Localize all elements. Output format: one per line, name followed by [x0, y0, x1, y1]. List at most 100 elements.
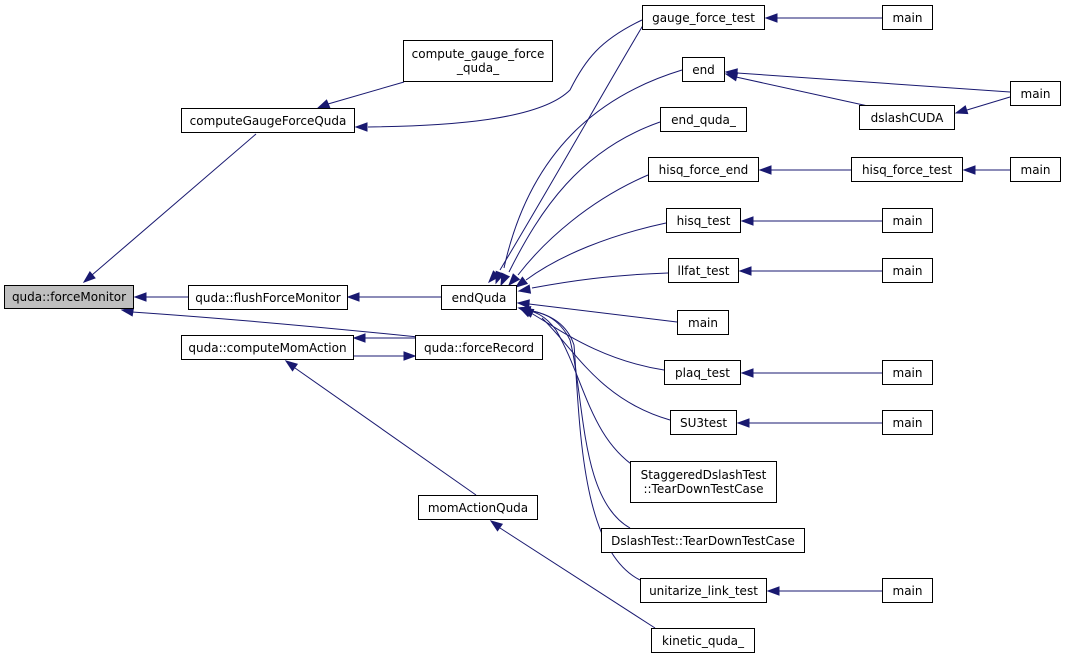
edge-hisq_test-to-endQuda — [514, 222, 667, 288]
edge-line — [131, 311, 419, 338]
edge-compute_gauge_force_quda_-to-computeGaugeForceQuda — [316, 81, 405, 109]
edge-arrowhead — [517, 284, 532, 294]
edge-arrowhead — [500, 272, 511, 287]
node-main-unitarize-link-test[interactable]: main — [882, 578, 933, 603]
node-end[interactable]: end — [682, 57, 725, 82]
edge-main_unitarize-to-unitarize_link_test — [766, 586, 882, 596]
edge-line — [530, 312, 665, 371]
edge-arrowhead — [516, 299, 530, 309]
node-endquda[interactable]: endQuda — [441, 285, 517, 310]
node-main-hisq-test[interactable]: main — [882, 208, 933, 233]
node-hisq-force-test[interactable]: hisq_force_test — [851, 157, 963, 182]
edge-momActionQuda-to-computeMomAction — [284, 360, 477, 496]
edge-computeMomAction-to-forceRecord — [354, 351, 417, 361]
edge-main_plaq_test-to-plaq_test — [740, 368, 882, 378]
node-gauge-force-test[interactable]: gauge_force_test — [642, 5, 765, 30]
node-plaq-test[interactable]: plaq_test — [664, 360, 741, 385]
edge-arrowhead — [736, 418, 750, 428]
edge-forceRecord-to-computeMomAction — [352, 333, 415, 343]
node-quda-forcerecord[interactable]: quda::forceRecord — [415, 335, 543, 360]
edge-arrowhead — [508, 273, 521, 287]
node-quda-computemomaction[interactable]: quda::computeMomAction — [181, 335, 354, 360]
edge-arrowhead — [740, 368, 754, 378]
edge-forceRecord-to-forceMonitor — [120, 307, 419, 338]
edge-SU3test-to-endQuda — [520, 308, 671, 421]
edge-line — [966, 96, 1011, 111]
edge-line — [736, 72, 1011, 93]
node-hisq-force-end[interactable]: hisq_force_end — [648, 157, 759, 182]
edge-main_gauge_force_test-to-gauge_force_test — [764, 13, 882, 23]
edge-kinetic_quda_-to-momActionQuda — [489, 520, 656, 629]
edge-llfat_test-to-endQuda — [517, 272, 669, 294]
node-staggereddslashtest-teardowntestcase[interactable]: StaggeredDslashTest::TearDownTestCase — [630, 461, 777, 503]
edge-line — [735, 76, 869, 107]
node-dslashtest-teardowntestcase[interactable]: DslashTest::TearDownTestCase — [601, 528, 805, 553]
edge-arrowhead — [954, 105, 969, 115]
edge-line — [525, 222, 667, 281]
node-main-hisq-force-test[interactable]: main — [1010, 157, 1061, 182]
edge-main_llfat_test-to-llfat_test — [738, 266, 882, 276]
edge-arrowhead — [403, 351, 417, 361]
edge-arrowhead — [354, 122, 368, 132]
node-quda-forcemonitor[interactable]: quda::forceMonitor — [4, 285, 134, 309]
edge-arrowhead — [766, 586, 780, 596]
node-momactionquda[interactable]: momActionQuda — [418, 495, 538, 520]
edge-main_end-to-end — [724, 68, 1011, 93]
edge-dslashCUDA-to-end — [724, 72, 869, 107]
edge-line — [517, 174, 649, 276]
edge-line — [528, 303, 678, 323]
edge-line — [367, 19, 643, 128]
edge-arrowhead — [489, 520, 504, 532]
edge-arrowhead — [962, 165, 976, 175]
node-main-llfat-test[interactable]: main — [882, 258, 933, 283]
edge-main_hisq_test-to-hisq_test — [740, 216, 882, 226]
node-unitarize-link-test[interactable]: unitarize_link_test — [640, 578, 767, 603]
edge-arrowhead — [284, 360, 299, 372]
edge-hisq_force_test-to-hisq_force_end — [758, 165, 851, 175]
edge-arrowhead — [352, 333, 366, 343]
edge-main_su3test-to-SU3test — [736, 418, 882, 428]
edge-gauge_force_test-to-computeGaugeForceQuda — [354, 19, 643, 132]
edge-line — [327, 81, 405, 105]
edge-arrowhead — [514, 276, 529, 288]
edge-computeGaugeForceQuda-to-forceMonitor — [82, 133, 257, 283]
edge-arrowhead — [758, 165, 772, 175]
edge-line — [91, 133, 257, 276]
edge-main_hisq_force_test-to-hisq_force_test — [962, 165, 1010, 175]
edge-arrowhead — [346, 292, 360, 302]
node-dslashcuda[interactable]: dslashCUDA — [859, 105, 955, 130]
edge-arrowhead — [738, 266, 752, 276]
edge-flushForceMonitor-to-forceMonitor — [133, 292, 188, 302]
edge-line — [526, 309, 641, 471]
edge-main_end-to-dslashCUDA — [954, 96, 1011, 115]
node-quda-flushforcemonitor[interactable]: quda::flushForceMonitor — [188, 285, 348, 310]
node-main-endquda[interactable]: main — [677, 310, 729, 335]
node-computegaugeforcequda[interactable]: computeGaugeForceQuda — [181, 108, 355, 133]
edge-endQuda-to-flushForceMonitor — [346, 292, 441, 302]
node-main-gauge-force-test[interactable]: main — [882, 5, 933, 30]
edge-line — [503, 69, 683, 269]
edge-arrowhead — [133, 292, 147, 302]
edge-line — [531, 272, 669, 289]
edge-hisq_force_end-to-endQuda — [508, 174, 649, 287]
node-end-quda[interactable]: end_quda_ — [660, 107, 747, 132]
edge-arrowhead — [740, 216, 754, 226]
edge-line — [499, 527, 656, 629]
edge-arrowhead — [316, 99, 331, 109]
node-main-plaq-test[interactable]: main — [882, 360, 933, 385]
edge-arrowhead — [120, 307, 135, 317]
node-su3test[interactable]: SU3test — [670, 410, 737, 435]
edge-arrowhead — [764, 13, 778, 23]
node-llfat-test[interactable]: llfat_test — [668, 258, 739, 283]
node-kinetic-quda[interactable]: kinetic_quda_ — [651, 628, 755, 653]
node-hisq-test[interactable]: hisq_test — [666, 208, 741, 233]
edge-arrowhead — [724, 72, 739, 82]
edge-staggered_teardown-to-endQuda — [517, 306, 641, 471]
edge-line — [541, 317, 671, 421]
edge-arrowhead — [517, 306, 532, 316]
node-compute-gauge-force-quda[interactable]: compute_gauge_force_quda_ — [403, 40, 553, 82]
node-main-su3test[interactable]: main — [882, 410, 933, 435]
node-main-end[interactable]: main — [1010, 81, 1061, 106]
edge-line — [499, 21, 646, 271]
